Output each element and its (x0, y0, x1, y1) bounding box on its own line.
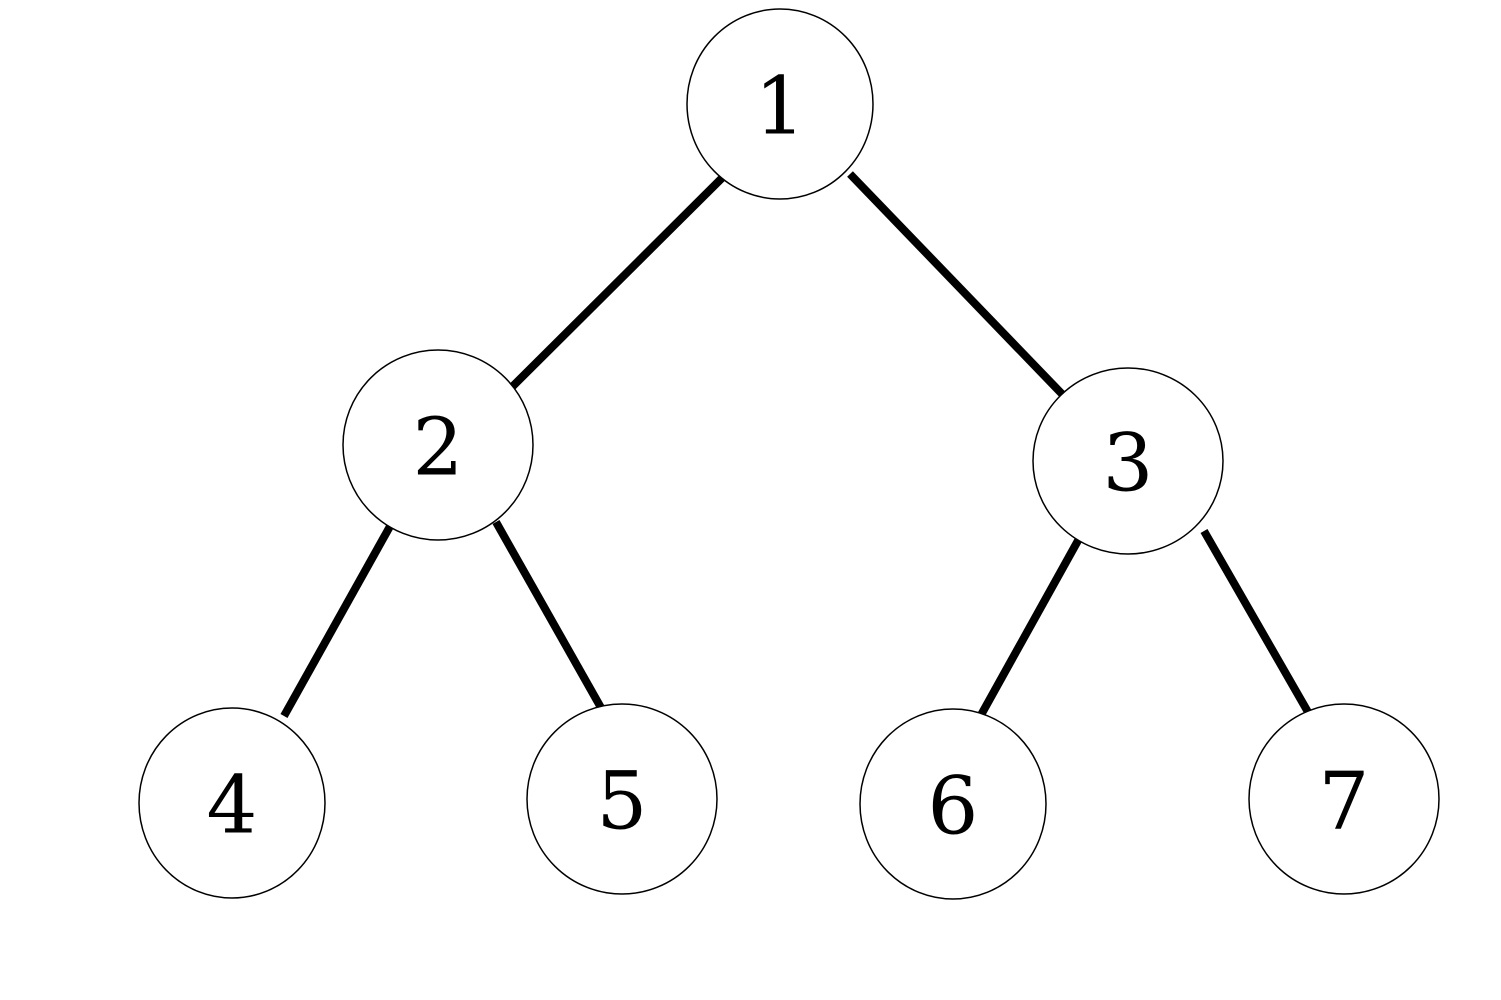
node-circle (342, 349, 534, 541)
node-label: 2 (413, 401, 464, 494)
edges-layer (280, 171, 1316, 735)
edge-2-5 (492, 520, 608, 715)
node-circle (138, 707, 326, 899)
edge-3-6 (967, 526, 1089, 735)
edge-3-7 (1200, 529, 1316, 721)
tree-node-1: 1 (686, 8, 874, 200)
tree-node-3: 3 (1032, 367, 1224, 555)
tree-node-4: 4 (138, 707, 326, 899)
node-circle (1248, 703, 1440, 895)
tree-node-5: 5 (526, 703, 718, 895)
edge-1-2 (509, 175, 725, 390)
tree-node-2: 2 (342, 349, 534, 541)
tree-node-7: 7 (1248, 703, 1440, 895)
node-label: 3 (1103, 417, 1154, 510)
edge-1-3 (847, 171, 1065, 397)
edge-2-4 (280, 510, 402, 718)
nodes-layer: 1 2 3 4 5 6 7 (138, 8, 1440, 900)
node-circle (686, 8, 874, 200)
node-circle (859, 708, 1047, 900)
node-label: 1 (755, 60, 806, 153)
node-circle (526, 703, 718, 895)
node-circle (1032, 367, 1224, 555)
node-label: 6 (928, 760, 979, 853)
node-label: 7 (1319, 755, 1370, 848)
tree-node-6: 6 (859, 708, 1047, 900)
node-label: 5 (597, 755, 648, 848)
node-label: 4 (207, 759, 258, 852)
